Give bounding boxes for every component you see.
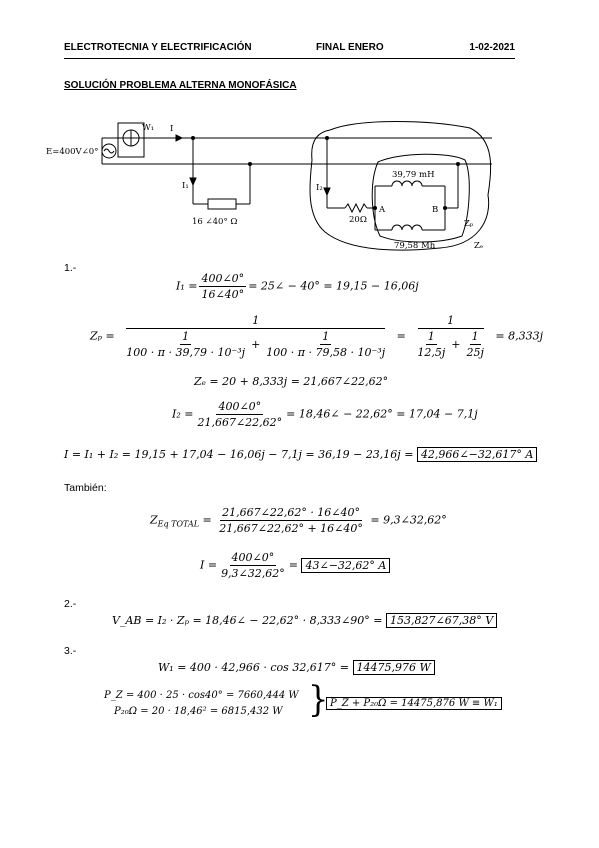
header-exam: FINAL ENERO [316,42,384,53]
wattmeter-label: W₁ [142,123,154,133]
itotal-result: 42,966∠−32,617° A [416,447,538,462]
brace-symbol: } [308,678,329,720]
ze-label: Zₑ [474,241,483,251]
section-3-label: 3.- [64,645,77,657]
resistor-20 [344,202,368,214]
inductor-bottom-label: 79,58 Mh [394,241,436,251]
w1-result: 14475,976 W [352,660,435,675]
page-header: ELECTROTECNIA Y ELECTRIFICACIÓN FINAL EN… [64,42,515,59]
eq-i-check: I =400∠0°9,3∠32,62°= 43∠−32,62° A [200,551,391,580]
eq-pz: P_Z = 400 · 25 · cos40° = 7660,444 W [104,690,299,701]
inductor-top-label: 39,79 mH [392,170,435,180]
resistor-label: 20Ω [349,215,367,225]
inductor-top [391,180,423,187]
also-label: También: [64,482,107,494]
eq-i2: I₂ =400∠0°21,667∠22,62°= 18,46∠ − 22,62°… [172,400,478,429]
vab-result: 153,827∠67,38° V [386,613,498,628]
circuit-diagram: E=400V∠0° W₁ I I₁ 16 ∠40° Ω I₂ 39,79 mH … [46,121,492,251]
header-course: ELECTROTECNIA Y ELECTRIFICACIÓN [64,42,252,53]
z1-impedance [207,198,237,210]
wattmeter-box [117,122,145,158]
source-label: E=400V∠0° [46,147,98,157]
section-2-label: 2.- [64,598,77,610]
current-i2-label: I₂ [316,183,323,193]
section-1-label: 1.- [64,262,77,274]
node-b-label: B [432,205,438,215]
psum-result: P_Z + P₂₀Ω = 14475,876 W ≡ W₁ [326,697,502,710]
zp-label: Zₚ [464,219,474,229]
eq-zeq-total: ZEq TOTAL = 21,667∠22,62° · 16∠40°21,667… [150,506,447,535]
eq-vab: V_AB = I₂ · Zₚ = 18,46∠ − 22,62° · 8,333… [112,613,498,628]
eq-w1: W₁ = 400 · 42,966 · cos 32,617° = 14475,… [158,660,435,675]
page-title: SOLUCIÓN PROBLEMA ALTERNA MONOFÁSICA [64,80,297,91]
zp-boundary [371,153,470,243]
i-check-result: 43∠−32,62° A [301,557,391,573]
current-i-label: I [170,124,173,134]
z1-label: 16 ∠40° Ω [192,217,237,227]
node-a-label: A [378,205,386,215]
eq-i1: I₁ =400∠0°16∠40°= 25∠ − 40° = 19,15 − 16… [176,272,419,301]
inductor-bottom [391,224,423,231]
eq-p20: P₂₀Ω = 20 · 18,46² = 6815,432 W [114,706,283,717]
current-i1-label: I₁ [182,181,189,191]
eq-ze: Zₑ = 20 + 8,333j = 21,667∠22,62° [194,375,389,388]
eq-itotal: I = I₁ + I₂ = 19,15 + 17,04 − 16,06j − 7… [64,447,538,462]
header-date: 1-02-2021 [469,42,515,53]
ze-boundary [309,121,492,251]
